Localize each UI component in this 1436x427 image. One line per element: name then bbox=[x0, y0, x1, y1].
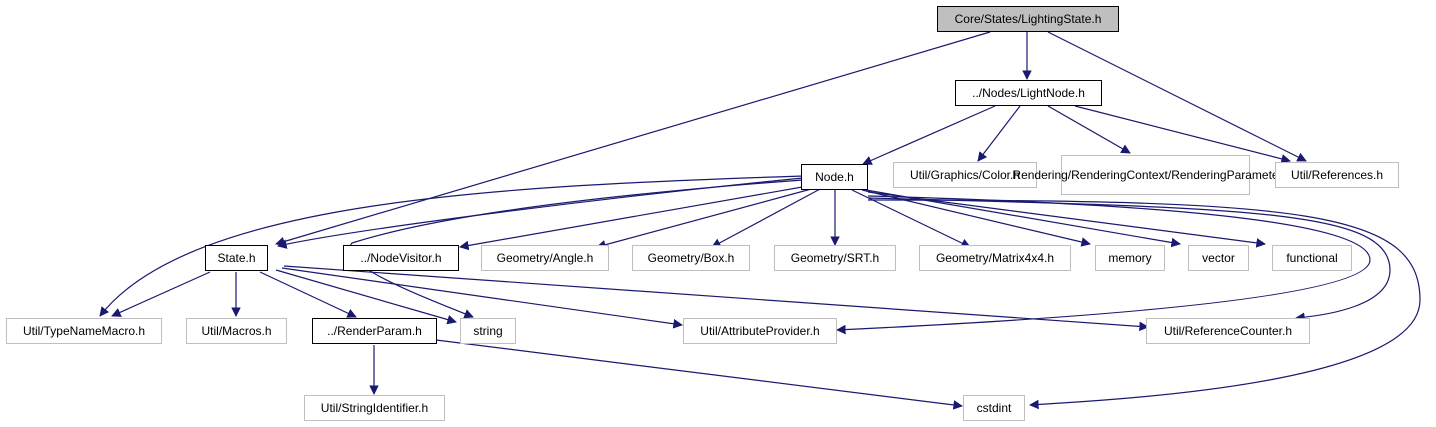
edge-lightnode-to-node bbox=[862, 105, 996, 165]
edge-root-to-references bbox=[1047, 31, 1307, 162]
node-srt-h[interactable]: Geometry/SRT.h bbox=[774, 245, 896, 271]
edge-lightnode-to-references bbox=[1074, 105, 1291, 164]
node-attributeprovider-h[interactable]: Util/AttributeProvider.h bbox=[683, 318, 837, 344]
edge-root-to-state bbox=[275, 31, 991, 247]
node-angle-h[interactable]: Geometry/Angle.h bbox=[481, 245, 609, 271]
node-string[interactable]: string bbox=[460, 318, 516, 344]
edge-node-to-attributeprovider bbox=[836, 195, 1371, 335]
node-vector[interactable]: vector bbox=[1188, 245, 1249, 271]
node-cstdint[interactable]: cstdint bbox=[963, 395, 1025, 421]
edge-lightnode-to-color bbox=[977, 105, 1021, 162]
edge-state-to-renderparam bbox=[259, 271, 357, 318]
edge-node-to-cstdint bbox=[867, 199, 1421, 410]
edge-node-to-referencecounter bbox=[867, 197, 1391, 323]
node-referencecounter-h[interactable]: Util/ReferenceCounter.h bbox=[1146, 318, 1310, 344]
edge-node-to-typenamemacro bbox=[99, 175, 804, 317]
node-nodevisitor-h[interactable]: ../NodeVisitor.h bbox=[343, 245, 459, 271]
edge-renderparam-to-cstdint bbox=[435, 339, 963, 410]
node-color-h[interactable]: Util/Graphics/Color.h bbox=[893, 162, 1037, 188]
node-renderparam-h[interactable]: ../RenderParam.h bbox=[312, 318, 437, 344]
node-functional[interactable]: functional bbox=[1272, 245, 1352, 271]
node-box-h[interactable]: Geometry/Box.h bbox=[632, 245, 750, 271]
edge-state-to-attributeprovider bbox=[281, 267, 683, 329]
node-lightingstate-h[interactable]: Core/States/LightingState.h bbox=[937, 6, 1119, 32]
edge-state-to-typenamemacro bbox=[111, 271, 211, 317]
node-macros-h[interactable]: Util/Macros.h bbox=[186, 318, 287, 344]
edge-state-to-referencecounter bbox=[283, 265, 1149, 332]
node-lightnode-h[interactable]: ../Nodes/LightNode.h bbox=[955, 80, 1102, 106]
node-matrix4x4-h[interactable]: Geometry/Matrix4x4.h bbox=[919, 245, 1071, 271]
edge-lightnode-to-renderctx bbox=[1047, 105, 1131, 154]
node-renderingcontext-line2: /RenderingParameters.h bbox=[1167, 167, 1299, 182]
node-state-h[interactable]: State.h bbox=[205, 245, 268, 271]
node-node-h[interactable]: Node.h bbox=[801, 164, 868, 190]
node-renderingcontext-h[interactable]: Rendering/RenderingContext /RenderingPar… bbox=[1012, 155, 1299, 195]
edge-node-to-nodevisitor bbox=[459, 185, 809, 251]
node-references-h[interactable]: Util/References.h bbox=[1275, 162, 1399, 188]
node-memory[interactable]: memory bbox=[1095, 245, 1165, 271]
node-stringidentifier-h[interactable]: Util/StringIdentifier.h bbox=[304, 395, 445, 421]
edge-node-to-box bbox=[711, 187, 823, 248]
node-renderingcontext-line1: Rendering/RenderingContext bbox=[1012, 167, 1168, 182]
edge-state-to-string bbox=[275, 269, 457, 325]
node-typenamemacro-h[interactable]: Util/TypeNameMacro.h bbox=[6, 318, 162, 344]
edge-node-to-angle bbox=[596, 187, 816, 250]
